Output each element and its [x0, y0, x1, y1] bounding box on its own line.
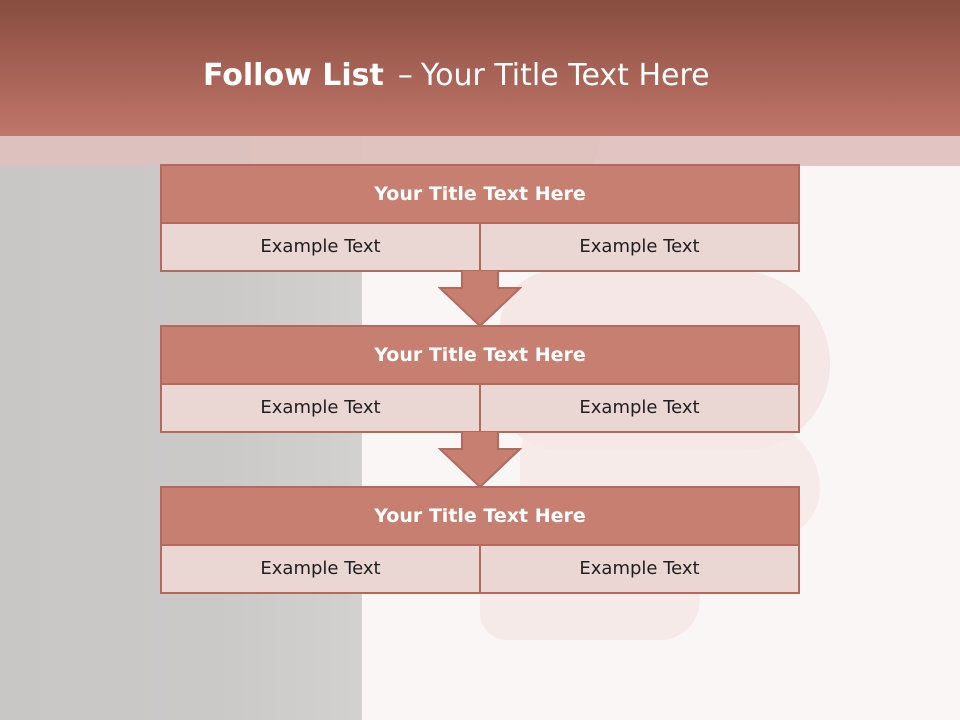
step-box-2: Your Title Text Here Example Text Exampl… — [160, 325, 800, 433]
title-text: Your Title Text Here — [420, 58, 710, 93]
title-bold: Follow List — [203, 58, 384, 93]
down-arrow-icon — [438, 270, 522, 328]
step-box-1: Your Title Text Here Example Text Exampl… — [160, 164, 800, 272]
step-row: Example Text Example Text — [162, 385, 798, 431]
step-cell-right: Example Text — [481, 385, 798, 431]
step-title: Your Title Text Here — [162, 488, 798, 546]
step-title: Your Title Text Here — [162, 327, 798, 385]
step-cell-right: Example Text — [481, 224, 798, 270]
step-title: Your Title Text Here — [162, 166, 798, 224]
step-cell-left: Example Text — [162, 546, 481, 592]
step-cell-left: Example Text — [162, 224, 481, 270]
slide-header: Follow List–Your Title Text Here — [0, 0, 960, 136]
title-separator: – — [397, 58, 413, 93]
step-row: Example Text Example Text — [162, 224, 798, 270]
down-arrow-icon — [438, 431, 522, 489]
step-row: Example Text Example Text — [162, 546, 798, 592]
step-cell-right: Example Text — [481, 546, 798, 592]
header-band — [0, 136, 960, 166]
slide-title: Follow List–Your Title Text Here — [203, 54, 710, 98]
step-cell-left: Example Text — [162, 385, 481, 431]
step-box-3: Your Title Text Here Example Text Exampl… — [160, 486, 800, 594]
